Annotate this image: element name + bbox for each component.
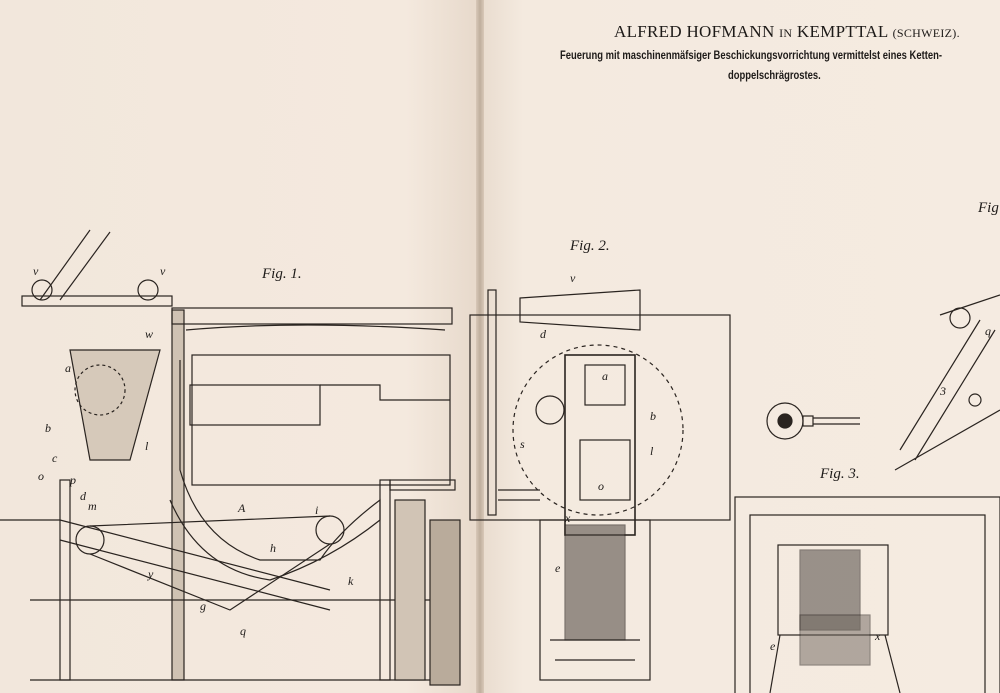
fig1-label: Fig. 1. xyxy=(262,266,302,282)
svg-text:q: q xyxy=(985,324,991,338)
svg-text:h: h xyxy=(270,541,276,555)
svg-text:q: q xyxy=(240,624,246,638)
svg-text:d: d xyxy=(540,327,547,341)
svg-text:y: y xyxy=(147,567,154,581)
patent-subtitle-line1: Feuerung mit maschinenmäfsiger Beschicku… xyxy=(560,50,943,62)
svg-text:s: s xyxy=(520,437,525,451)
svg-text:b: b xyxy=(650,409,656,423)
svg-text:w: w xyxy=(145,327,153,341)
svg-text:x: x xyxy=(564,511,571,525)
svg-text:A: A xyxy=(237,501,246,515)
inventor-name: ALFRED HOFMANN xyxy=(614,22,775,41)
svg-text:x: x xyxy=(874,629,881,643)
svg-text:a: a xyxy=(602,369,608,383)
svg-text:l: l xyxy=(650,444,654,458)
fig2-drawing xyxy=(469,289,731,681)
svg-text:v: v xyxy=(33,264,39,278)
fig4-drawing xyxy=(894,294,1000,471)
in-word: IN xyxy=(779,26,793,40)
fig3-drawing xyxy=(734,402,1000,693)
svg-text:3: 3 xyxy=(939,384,946,398)
svg-text:i: i xyxy=(315,503,318,517)
svg-text:p: p xyxy=(69,473,76,487)
svg-text:d: d xyxy=(80,489,87,503)
place-name: KEMPTTAL xyxy=(796,22,888,41)
country-name: (SCHWEIZ). xyxy=(892,26,960,40)
patent-subtitle-line2: doppelschrägrostes. xyxy=(728,70,821,82)
patent-title: ALFRED HOFMANN IN KEMPTTAL (SCHWEIZ). xyxy=(0,22,1000,42)
page-fold xyxy=(476,0,484,693)
svg-text:l: l xyxy=(145,439,149,453)
svg-text:e: e xyxy=(555,561,561,575)
svg-text:v: v xyxy=(570,271,576,285)
svg-text:a: a xyxy=(65,361,71,375)
svg-text:b: b xyxy=(45,421,51,435)
svg-text:g: g xyxy=(200,599,206,613)
svg-text:k: k xyxy=(348,574,354,588)
svg-text:m: m xyxy=(88,499,97,513)
svg-text:c: c xyxy=(52,451,58,465)
fig4-label: Fig xyxy=(978,200,999,216)
fig1-drawing xyxy=(0,229,461,686)
svg-text:v: v xyxy=(160,264,166,278)
svg-text:o: o xyxy=(598,479,604,493)
svg-text:e: e xyxy=(770,639,776,653)
svg-text:o: o xyxy=(38,469,44,483)
fig3-label: Fig. 3. xyxy=(820,466,860,482)
fig2-label: Fig. 2. xyxy=(570,238,610,254)
